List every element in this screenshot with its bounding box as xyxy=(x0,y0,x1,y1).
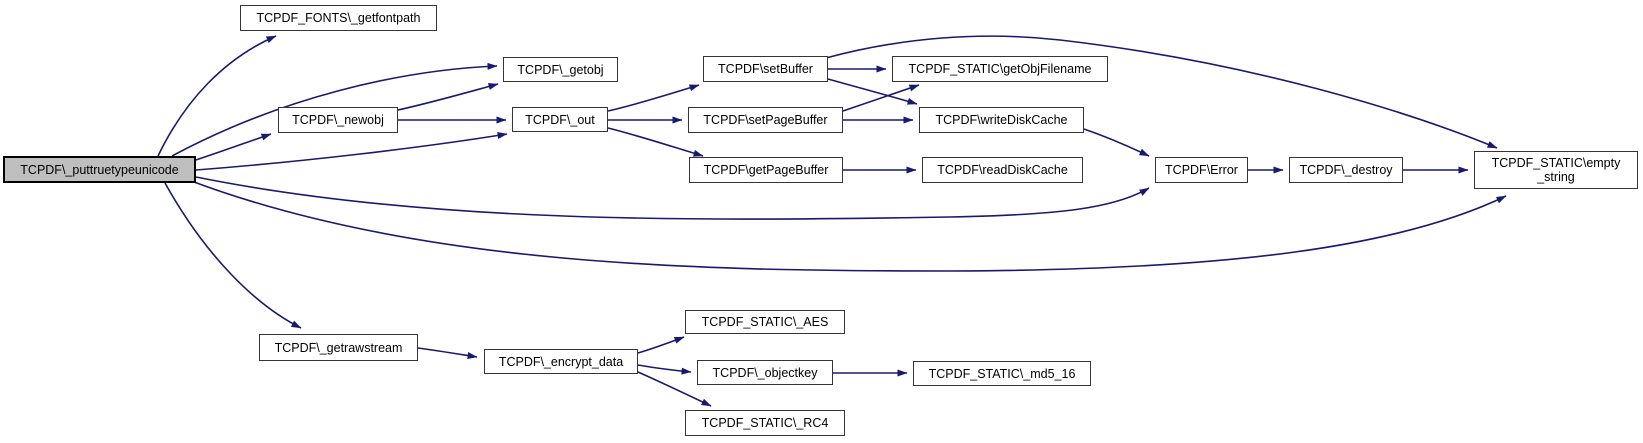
edge-puttruetypeunicode-out xyxy=(195,132,508,171)
edge-puttruetypeunicode-getfontpath xyxy=(157,35,277,157)
edge-getrawstream-encryptdata xyxy=(417,347,478,359)
node-newobj[interactable]: TCPDF\_newobj xyxy=(278,107,398,133)
node-writediskcache[interactable]: TCPDF\writeDiskCache xyxy=(919,107,1084,133)
node-destroy[interactable]: TCPDF\_destroy xyxy=(1289,157,1403,183)
node-setpagebuffer[interactable]: TCPDF\setPageBuffer xyxy=(688,107,843,133)
edge-encryptdata-aes xyxy=(637,336,685,354)
node-puttruetypeunicode: TCPDF\_puttruetypeunicode xyxy=(3,156,196,183)
edge-encryptdata-rc4 xyxy=(637,371,712,407)
edge-setbuffer-writediskcache xyxy=(827,78,918,105)
node-getobjfilename[interactable]: TCPDF_STATIC\getObjFilename xyxy=(892,56,1108,82)
node-getobj[interactable]: TCPDF\_getobj xyxy=(503,57,618,82)
edge-out-setbuffer xyxy=(607,84,700,112)
edge-out-getpagebuffer xyxy=(607,127,704,157)
node-setbuffer[interactable]: TCPDF\setBuffer xyxy=(703,56,828,82)
edge-puttruetypeunicode-error xyxy=(195,176,1150,220)
edge-puttruetypeunicode-emptystring xyxy=(193,181,1507,272)
node-rc4[interactable]: TCPDF_STATIC\_RC4 xyxy=(685,410,845,436)
node-getfontpath[interactable]: TCPDF_FONTS\_getfontpath xyxy=(240,5,437,31)
node-objectkey[interactable]: TCPDF\_objectkey xyxy=(697,360,833,385)
node-out[interactable]: TCPDF\_out xyxy=(512,107,608,132)
edge-newobj-getobj xyxy=(397,83,499,111)
node-readdiskcache[interactable]: TCPDF\readDiskCache xyxy=(922,157,1083,183)
edge-setpagebuffer-getobjfilename xyxy=(842,84,920,112)
edge-writediskcache-error xyxy=(1083,128,1150,157)
node-error[interactable]: TCPDF\Error xyxy=(1155,157,1248,183)
edge-puttruetypeunicode-newobj xyxy=(195,133,272,161)
node-md516[interactable]: TCPDF_STATIC\_md5_16 xyxy=(913,361,1091,386)
node-emptystring[interactable]: TCPDF_STATIC\empty _string xyxy=(1474,151,1638,189)
node-getrawstream[interactable]: TCPDF\_getrawstream xyxy=(259,334,418,361)
edge-encryptdata-objectkey xyxy=(637,364,692,375)
node-aes[interactable]: TCPDF_STATIC\_AES xyxy=(685,310,845,334)
edge-puttruetypeunicode-getobj xyxy=(171,62,498,157)
edge-puttruetypeunicode-getrawstream xyxy=(164,182,302,329)
node-encryptdata[interactable]: TCPDF\_encrypt_data xyxy=(484,349,638,374)
node-getpagebuffer[interactable]: TCPDF\getPageBuffer xyxy=(689,157,843,183)
edge-setbuffer-emptystring xyxy=(825,35,1498,149)
